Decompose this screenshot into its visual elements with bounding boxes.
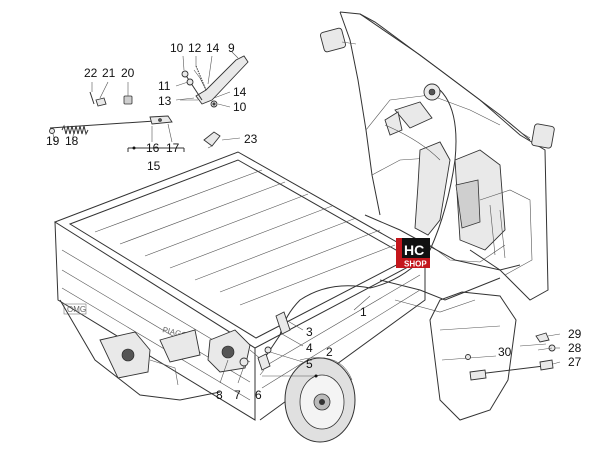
callout-4: 4 — [306, 341, 313, 355]
callout-12: 12 — [188, 41, 202, 55]
callout-17: 17 — [166, 141, 180, 155]
callout-21: 21 — [102, 66, 116, 80]
callout-29: 29 — [568, 327, 582, 341]
callout-23: 23 — [244, 132, 258, 146]
front-cable-group — [429, 291, 556, 421]
cargo-bed-drawing: PIAGGIO OMG — [53, 151, 427, 443]
callout-30: 30 — [498, 345, 512, 359]
callout-15: 15 — [147, 159, 161, 173]
callout-9: 9 — [228, 41, 235, 55]
brake-lever-group — [49, 55, 249, 149]
small-plate: OMG — [67, 305, 86, 314]
callout-labels: 1 2 3 4 5 6 7 8 9 10 10 11 12 13 14 14 1… — [46, 41, 582, 402]
callout-10-top: 10 — [170, 41, 184, 55]
hc-shop-logo: HC SHOP — [396, 238, 430, 269]
leader-lines — [52, 51, 561, 384]
callout-13: 13 — [158, 94, 172, 108]
callout-3: 3 — [306, 325, 313, 339]
logo-hc-text: HC — [404, 242, 424, 258]
callout-10-right: 10 — [233, 100, 247, 114]
callout-19: 19 — [46, 134, 60, 148]
callout-27: 27 — [568, 355, 582, 369]
callout-11: 11 — [158, 79, 171, 93]
logo-shop-text: SHOP — [404, 260, 427, 269]
brake-cable — [257, 285, 371, 371]
callout-22: 22 — [84, 66, 98, 80]
callout-20: 20 — [121, 66, 135, 80]
callout-5: 5 — [306, 357, 313, 371]
cab-drawing — [320, 11, 555, 313]
right-mirror — [519, 123, 555, 149]
left-mirror — [320, 27, 357, 53]
callout-6: 6 — [255, 388, 262, 402]
callout-28: 28 — [568, 341, 582, 355]
callout-14-top: 14 — [206, 41, 220, 55]
callout-14-right: 14 — [233, 85, 247, 99]
callout-1: 1 — [360, 305, 367, 319]
callout-7: 7 — [234, 388, 241, 402]
callout-18: 18 — [65, 134, 79, 148]
rear-wheel — [284, 357, 356, 443]
callout-8: 8 — [216, 388, 223, 402]
callout-16: 16 — [146, 141, 160, 155]
callout-2: 2 — [326, 345, 333, 359]
